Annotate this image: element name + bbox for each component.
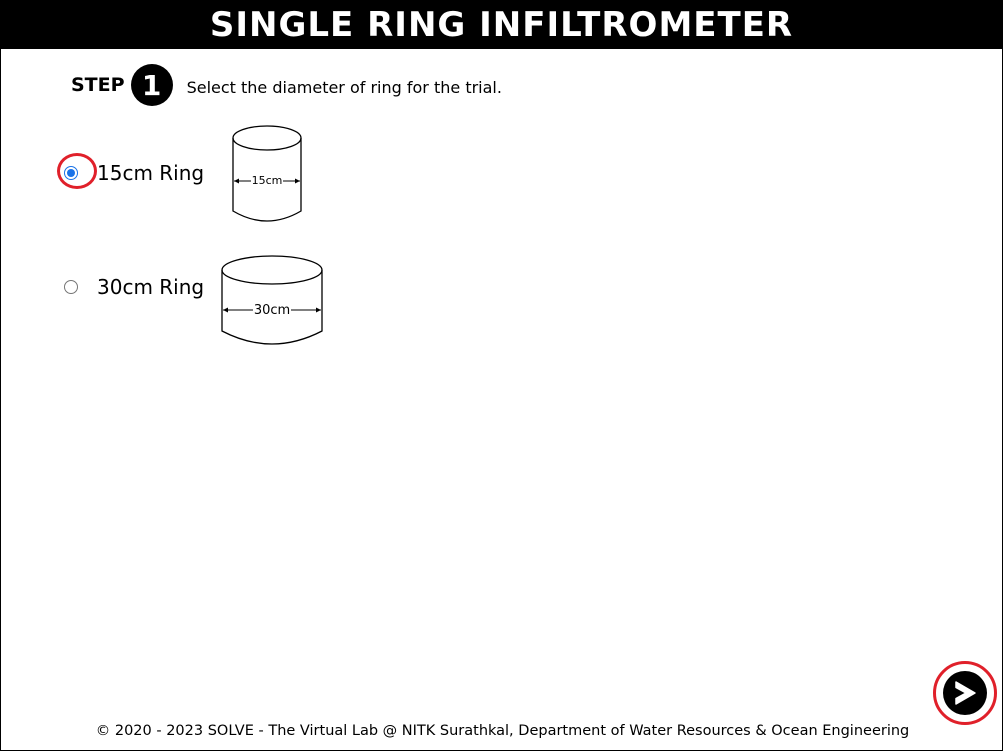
next-arrow-icon (943, 671, 987, 715)
footer-copyright: © 2020 - 2023 SOLVE - The Virtual Lab @ … (95, 723, 910, 739)
ring-30cm-arrow-left (223, 307, 228, 313)
ring-30cm-arrow-right (316, 307, 321, 313)
page-title: SINGLE RING INFILTROMETER (1, 1, 1002, 49)
ring-30cm-illustration: 30cm (221, 255, 323, 345)
ring-30cm-top (221, 255, 323, 285)
ring-15cm-dimension-label: 15cm (252, 174, 283, 187)
step-number-badge: 1 (130, 64, 173, 106)
radio-30cm[interactable] (64, 280, 78, 294)
ring-30cm-body (221, 270, 323, 345)
step-header: STEP 1 Select the diameter of ring for t… (71, 64, 502, 106)
ring-15cm-illustration: 15cm (232, 125, 302, 222)
ring-15cm-arrow-right (295, 178, 300, 184)
ring-15cm-top (232, 125, 302, 151)
radio-15cm-wrap[interactable] (57, 153, 97, 189)
ring-option-30cm[interactable]: 30cm Ring (63, 271, 204, 303)
ring-30cm-dimension-label: 30cm (254, 303, 290, 318)
step-label: STEP (71, 74, 125, 96)
step-instruction: Select the diameter of ring for the tria… (186, 77, 502, 97)
option-label-15cm[interactable]: 15cm Ring (97, 161, 205, 185)
selection-highlight-circle (57, 153, 97, 189)
ring-15cm-arrow-left (234, 178, 239, 184)
ring-option-15cm[interactable]: 15cm Ring (57, 153, 205, 189)
option-label-30cm[interactable]: 30cm Ring (97, 275, 205, 299)
radio-30cm-wrap[interactable] (63, 271, 95, 303)
radio-15cm[interactable] (64, 166, 78, 180)
ring-15cm-body (232, 138, 302, 222)
next-button[interactable] (933, 661, 997, 725)
